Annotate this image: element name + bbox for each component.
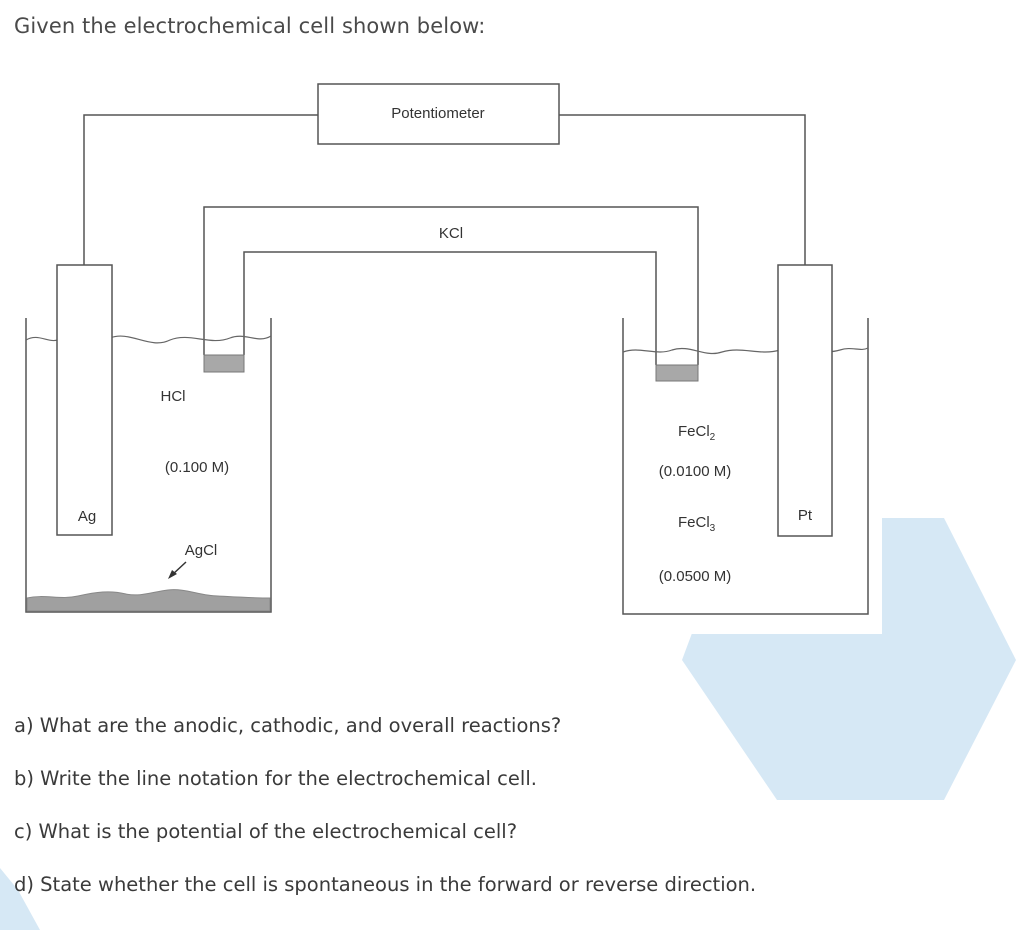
potentiometer-label: Potentiometer xyxy=(391,105,484,122)
precipitate-arrow xyxy=(168,561,187,579)
left-wire xyxy=(83,114,318,265)
platinum-electrode: Pt xyxy=(777,264,833,537)
platinum-electrode-label: Pt xyxy=(798,507,813,524)
potentiometer: Potentiometer xyxy=(317,83,560,145)
salt-bridge-label: KCl xyxy=(439,225,463,242)
salt-bridge-left-plug xyxy=(203,354,245,373)
left-solution-label: HCl xyxy=(161,388,186,405)
right-beaker xyxy=(622,318,869,615)
salt-bridge: KCl xyxy=(203,206,699,382)
fecl2-concentration-label: (0.0100 M) xyxy=(659,463,732,480)
intro-text: Given the electrochemical cell shown bel… xyxy=(14,14,486,38)
right-solution-surface xyxy=(622,347,869,354)
question-b: b) Write the line notation for the elect… xyxy=(14,767,537,790)
left-concentration-label: (0.100 M) xyxy=(165,459,229,476)
silver-electrode-label: Ag xyxy=(78,508,96,525)
precipitate-label: AgCl xyxy=(185,542,218,559)
fecl3-label: FeCl3 xyxy=(678,514,716,534)
question-list: a) What are the anodic, cathodic, and ov… xyxy=(14,712,994,924)
fecl3-concentration-label: (0.0500 M) xyxy=(659,568,732,585)
question-a: a) What are the anodic, cathodic, and ov… xyxy=(14,714,562,737)
question-c: c) What is the potential of the electroc… xyxy=(14,820,518,843)
salt-bridge-right-plug xyxy=(655,364,699,382)
right-wire xyxy=(559,114,806,265)
electrochemical-cell-diagram: Potentiometer KCl Ag HCl (0.100 M) AgCl … xyxy=(10,66,882,634)
silver-electrode: Ag xyxy=(56,264,113,536)
background-corner-triangle xyxy=(0,868,40,930)
fecl2-label: FeCl2 xyxy=(678,423,716,443)
agcl-precipitate xyxy=(26,589,271,612)
question-d: d) State whether the cell is spontaneous… xyxy=(14,873,757,896)
